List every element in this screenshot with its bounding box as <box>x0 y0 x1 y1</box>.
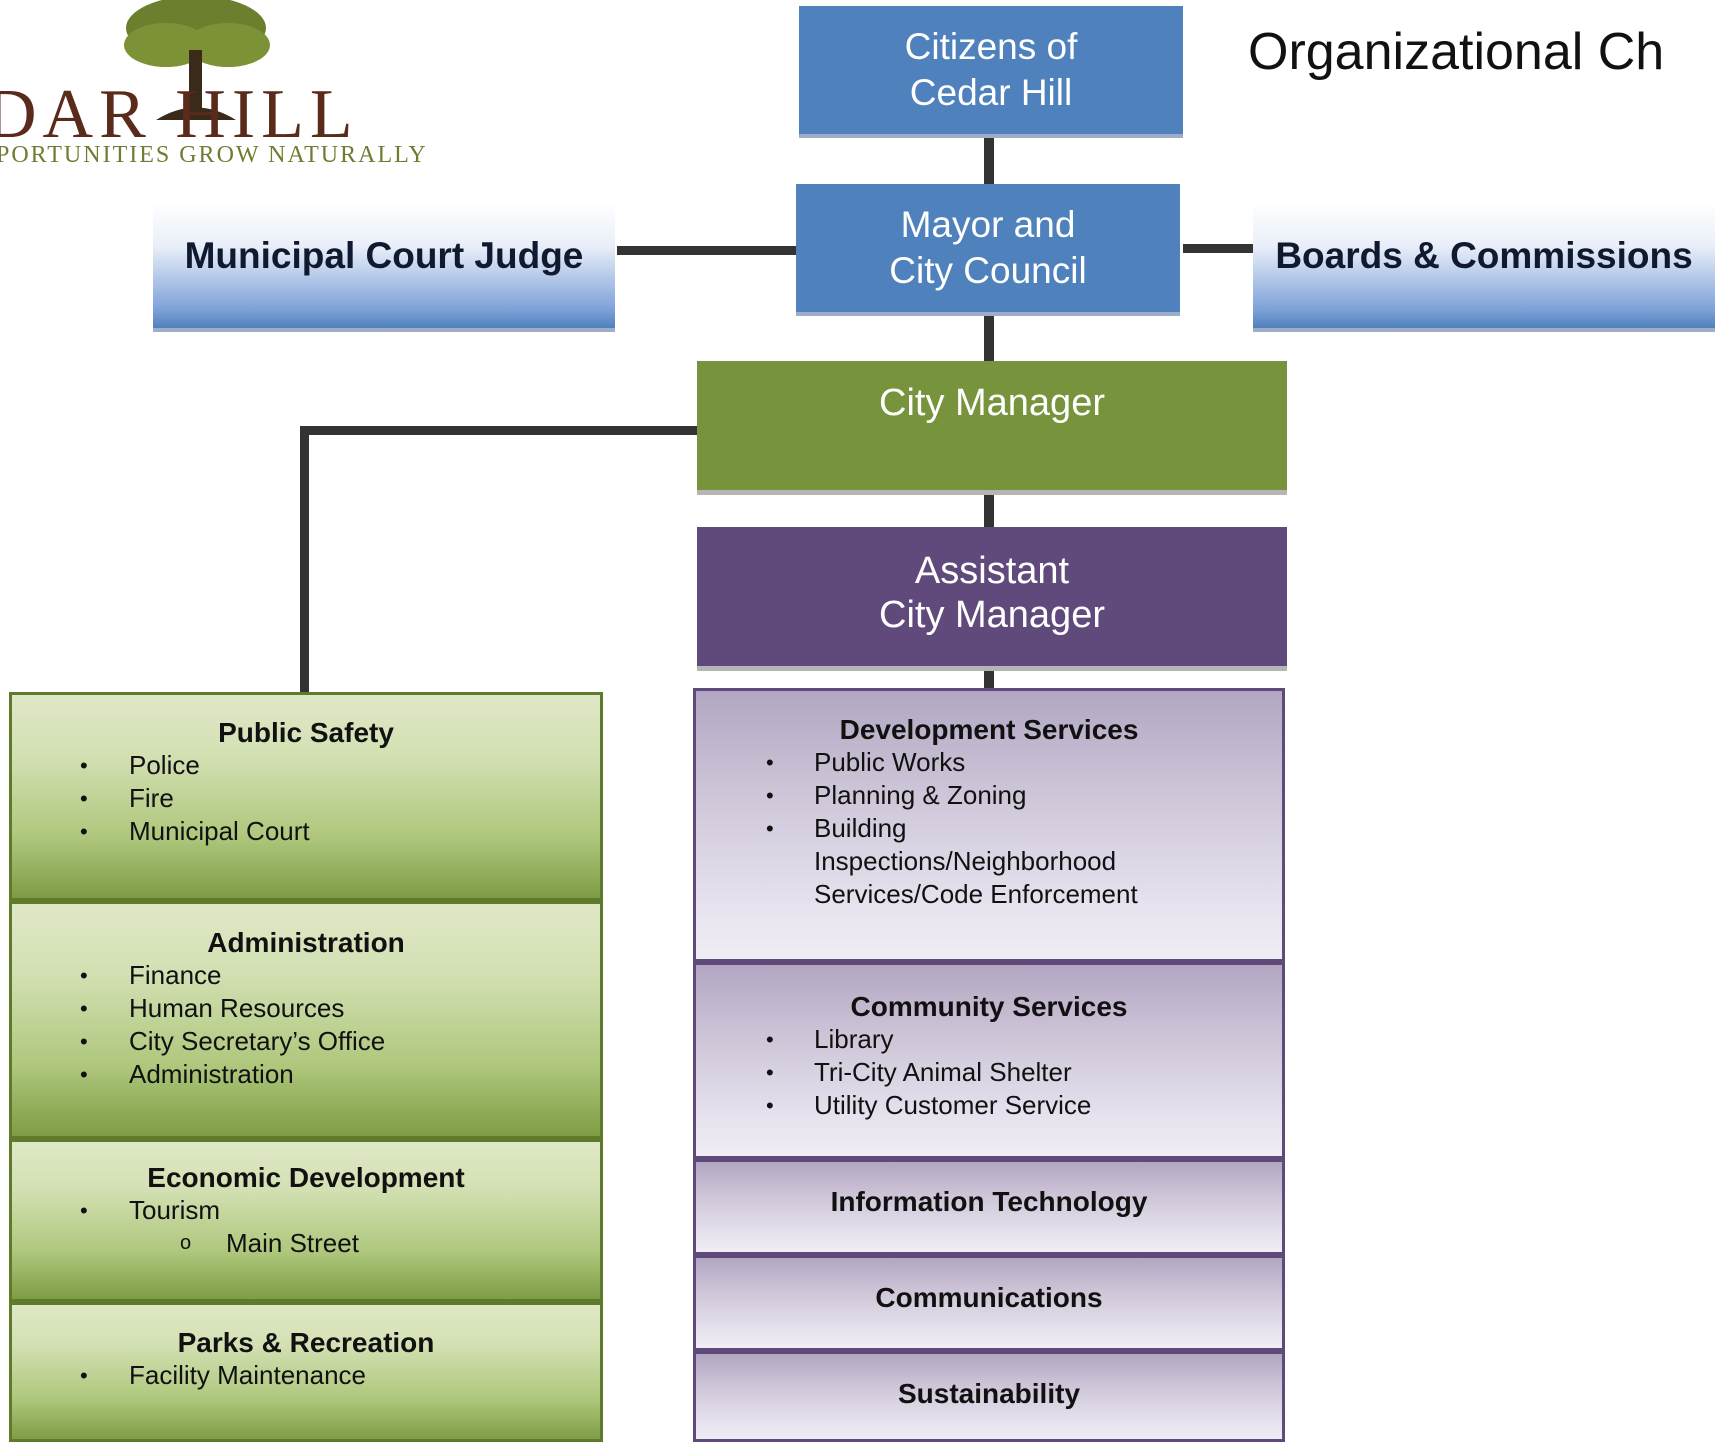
municipal-judge-label: Municipal Court Judge <box>184 234 584 276</box>
dept-administration: Administration • Finance • Human Resources… <box>9 901 603 1139</box>
bullet-icon: • <box>80 753 88 778</box>
dept-parks-recreation: Parks & Recreation • Facility Maintenance <box>9 1302 603 1442</box>
dept-sustainability: Sustainability <box>693 1351 1285 1442</box>
list-item-label: Human Resources <box>129 993 345 1023</box>
connector-manager-left-h <box>300 426 698 435</box>
list-item: • Finance <box>12 959 600 992</box>
bullet-icon: • <box>766 783 774 808</box>
city-logo: DAR HILL PORTUNITIES GROW NATURALLY <box>0 0 460 175</box>
bullet-icon: • <box>766 1060 774 1085</box>
bullet-icon: • <box>80 996 88 1021</box>
connector-manager-left-v <box>300 426 309 692</box>
list-item-label: Fire <box>129 783 174 813</box>
bullet-icon: • <box>80 1029 88 1054</box>
list-item-label: Building Inspections/Neighborhood Servic… <box>814 813 1138 909</box>
list-item-label: Planning & Zoning <box>814 780 1027 810</box>
dept-communications: Communications <box>693 1255 1285 1351</box>
list-item: • Police <box>12 749 600 782</box>
sub-list-item-label: Main Street <box>226 1228 359 1258</box>
list-item: • Utility Customer Service <box>696 1089 1282 1122</box>
list-item-label: City Secretary’s Office <box>129 1026 386 1056</box>
list-item: • City Secretary’s Office <box>12 1025 600 1058</box>
list-item: • Public Works <box>696 746 1282 779</box>
bullet-icon: • <box>766 1093 774 1118</box>
dept-public-safety: Public Safety • Police • Fire • Municipal C… <box>9 692 603 901</box>
bullet-icon: • <box>80 786 88 811</box>
page-title: Organizational Ch <box>1248 23 1665 81</box>
list-item: • Library <box>696 1023 1282 1056</box>
municipal-judge-box: Municipal Court Judge <box>153 203 615 332</box>
connector-citizens-mayor <box>984 134 994 184</box>
citizens-box: Citizens of Cedar Hill <box>799 6 1183 138</box>
bullet-icon: • <box>766 750 774 775</box>
dept-title: Parks & Recreation <box>177 1327 435 1358</box>
boards-commissions-label: Boards & Commissions <box>1275 234 1693 276</box>
list-item: • Administration <box>12 1058 600 1091</box>
list-item: • Municipal Court <box>12 815 600 848</box>
connector-judge-mayor <box>617 246 798 255</box>
list-item-label: Facility Maintenance <box>129 1360 366 1390</box>
bullet-icon: • <box>80 1363 88 1388</box>
mayor-council-box: Mayor and City Council <box>796 184 1180 316</box>
bullet-icon: • <box>766 816 774 841</box>
dept-title: Communications <box>875 1282 1103 1313</box>
list-item-label: Utility Customer Service <box>814 1090 1092 1120</box>
logo-tagline: PORTUNITIES GROW NATURALLY <box>0 142 428 168</box>
sub-bullet-icon: o <box>180 1232 192 1254</box>
dept-title: Public Safety <box>218 717 394 748</box>
dept-title: Economic Development <box>147 1162 465 1193</box>
list-item: • Fire <box>12 782 600 815</box>
list-item-label: Public Works <box>814 747 966 777</box>
list-item: • Tourism <box>12 1194 600 1227</box>
list-item-label: Administration <box>129 1059 294 1089</box>
dept-title: Sustainability <box>897 1378 1081 1409</box>
assistant-manager-label: Assistant City Manager <box>879 550 1105 636</box>
list-item-label: Police <box>129 750 200 780</box>
tree-icon <box>124 0 270 120</box>
list-item-label: Tourism <box>129 1195 221 1225</box>
dept-title: Administration <box>207 927 405 958</box>
connector-assistant-depts <box>984 666 994 691</box>
city-manager-label: City Manager <box>879 382 1105 424</box>
list-item: • Tri-City Animal Shelter <box>696 1056 1282 1089</box>
list-item-label: Tri-City Animal Shelter <box>814 1057 1072 1087</box>
bullet-icon: • <box>80 1198 88 1223</box>
mayor-council-label: Mayor and City Council <box>889 204 1087 291</box>
dept-title: Development Services <box>839 714 1139 745</box>
city-manager-box: City Manager <box>697 361 1287 495</box>
list-item-label: Municipal Court <box>129 816 310 846</box>
bullet-icon: • <box>80 963 88 988</box>
dept-community-services: Community Services • Library • Tri-City An… <box>693 962 1285 1159</box>
connector-manager-assistant <box>984 492 994 527</box>
dept-title: Information Technology <box>830 1186 1148 1217</box>
list-item: • Planning & Zoning <box>696 779 1282 812</box>
list-item-label: Finance <box>129 960 222 990</box>
dept-economic-development: Economic Development • Tourism o Main Stre… <box>9 1139 603 1302</box>
bullet-icon: • <box>766 1027 774 1052</box>
dept-information-technology: Information Technology <box>693 1159 1285 1255</box>
sub-list-item: o Main Street <box>12 1227 600 1260</box>
connector-mayor-boards <box>1183 244 1253 253</box>
dept-title: Community Services <box>850 991 1128 1022</box>
list-item: • Human Resources <box>12 992 600 1025</box>
logo-wordmark: DAR HILL <box>0 76 359 153</box>
dept-development-services: Development Services • Public Works • Plan… <box>693 688 1285 962</box>
list-item-label: Library <box>814 1024 894 1054</box>
citizens-label: Citizens of Cedar Hill <box>904 26 1078 113</box>
bullet-icon: • <box>80 1062 88 1087</box>
list-item: • Facility Maintenance <box>12 1359 600 1392</box>
bullet-icon: • <box>80 819 88 844</box>
list-item: • Building Inspections/Neighborhood Servi… <box>696 812 1282 911</box>
connector-mayor-manager <box>984 313 994 361</box>
boards-commissions-box: Boards & Commissions <box>1253 203 1715 332</box>
assistant-manager-box: Assistant City Manager <box>697 527 1287 671</box>
